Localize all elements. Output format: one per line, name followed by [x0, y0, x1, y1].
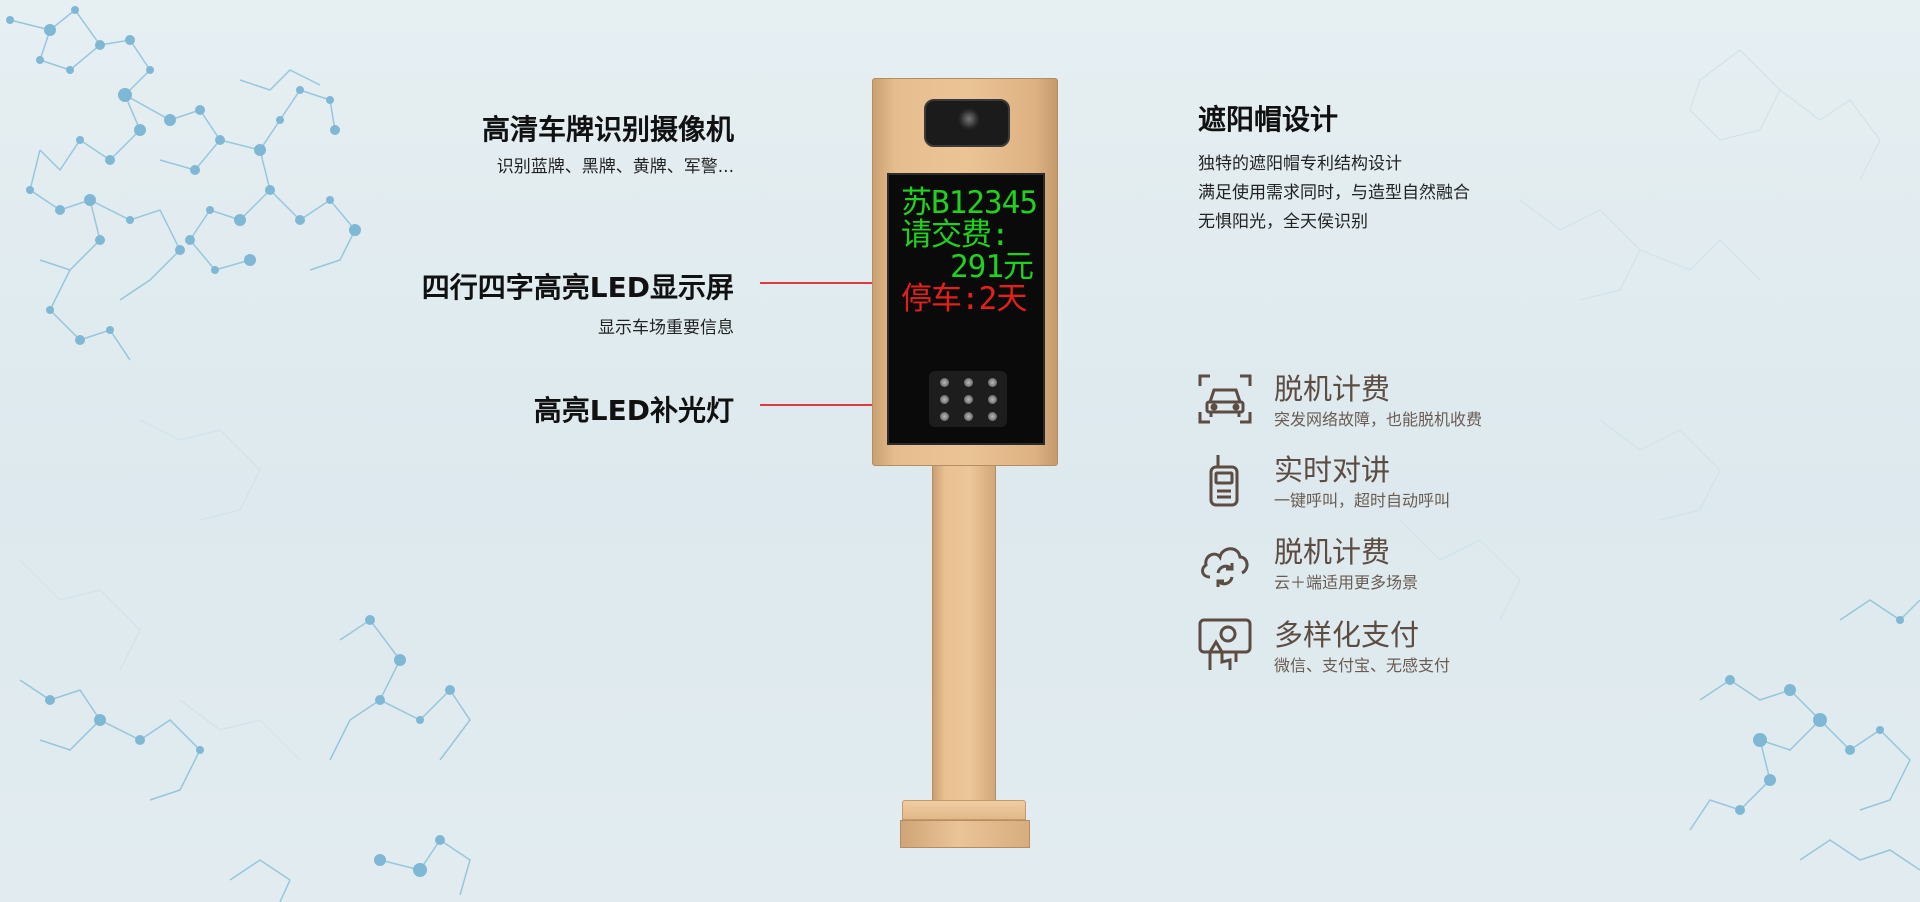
- cloud-sync-icon: [1201, 547, 1249, 587]
- feature-subtitle: 一键呼叫，超时自动呼叫: [1274, 491, 1451, 510]
- led-plate-number: 苏B12345: [901, 185, 1038, 221]
- display-leader-line: [760, 282, 900, 284]
- device-head-housing: 苏B12345 请交费: 291元 停车:2天: [872, 78, 1058, 466]
- led-bulb: [940, 395, 949, 404]
- sunshade-line: 独特的遮阳帽专利结构设计: [1198, 154, 1402, 174]
- sunshade-line: 满足使用需求同时，与造型自然融合: [1198, 183, 1470, 203]
- feature-intercom: 实时对讲 一键呼叫，超时自动呼叫: [1196, 451, 1556, 517]
- camera-feature-subtitle: 识别蓝牌、黑牌、黄牌、军警...: [496, 157, 734, 177]
- payment-hand-icon: [1198, 618, 1252, 670]
- device-base: [900, 820, 1030, 848]
- feature-title: 多样化支付: [1274, 618, 1420, 652]
- feature-subtitle: 云＋端适用更多场景: [1274, 573, 1419, 592]
- sunshade-line: 无惧阳光，全天侯识别: [1198, 212, 1368, 232]
- display-feature-title: 四行四字高亮LED显示屏: [421, 271, 734, 304]
- feature-subtitle: 突发网络故障，也能脱机收费: [1274, 410, 1483, 429]
- led-display-panel: 苏B12345 请交费: 291元 停车:2天: [887, 173, 1045, 445]
- camera-feature-title: 高清车牌识别摄像机: [481, 113, 734, 146]
- camera-lens-icon: [958, 108, 980, 130]
- led-bulb: [964, 412, 973, 421]
- device-base-top: [902, 800, 1026, 820]
- fill-light-module: [929, 371, 1007, 427]
- light-leader-line: [760, 404, 900, 406]
- led-bulb: [964, 395, 973, 404]
- display-feature-subtitle: 显示车场重要信息: [598, 318, 734, 338]
- parking-terminal-device: 苏B12345 请交费: 291元 停车:2天: [870, 78, 1062, 848]
- feature-payment: 多样化支付 微信、支付宝、无感支付: [1196, 616, 1556, 682]
- led-pay-prompt: 请交费:: [901, 217, 1010, 253]
- led-parking-duration: 停车:2天: [901, 281, 1027, 317]
- led-bulb: [988, 395, 997, 404]
- walkie-talkie-icon: [1209, 455, 1239, 507]
- feature-offline-billing: 脱机计费 突发网络故障，也能脱机收费: [1196, 370, 1556, 436]
- feature-subtitle: 微信、支付宝、无感支付: [1274, 656, 1451, 675]
- led-bulb: [988, 412, 997, 421]
- sunshade-title: 遮阳帽设计: [1198, 103, 1339, 136]
- sunshade-description: 独特的遮阳帽专利结构设计 满足使用需求同时，与造型自然融合 无惧阳光，全天侯识别: [1198, 150, 1470, 237]
- license-plate-camera: [924, 99, 1010, 147]
- led-fee-amount: 291元: [950, 249, 1034, 285]
- feature-title: 脱机计费: [1274, 372, 1391, 406]
- offline-billing-car-icon: [1198, 374, 1252, 424]
- feature-title: 脱机计费: [1274, 535, 1391, 569]
- device-pole: [932, 466, 996, 802]
- led-bulb: [988, 378, 997, 387]
- feature-title: 实时对讲: [1274, 453, 1391, 487]
- led-bulb: [940, 412, 949, 421]
- feature-cloud: 脱机计费 云＋端适用更多场景: [1196, 533, 1556, 599]
- led-bulb: [964, 378, 973, 387]
- led-bulb: [940, 378, 949, 387]
- light-feature-title: 高亮LED补光灯: [533, 394, 734, 427]
